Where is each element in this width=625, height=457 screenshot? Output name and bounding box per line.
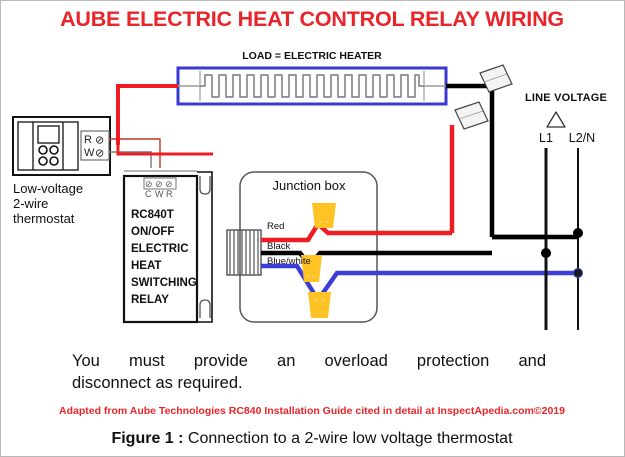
wire-nut-black-mark-2: [312, 274, 316, 278]
relay-screw-w[interactable]: ⊘: [155, 179, 163, 189]
thermostat-terminal-screw-w[interactable]: ⊘: [95, 148, 104, 160]
wire-nut-blue-body: [308, 292, 331, 318]
relay-screw-c[interactable]: ⊘: [145, 179, 153, 189]
figure-title: AUBE ELECTRIC HEAT CONTROL RELAY WIRING: [60, 7, 564, 31]
relay-terminal-label-r: R: [166, 189, 173, 199]
line-terminal-label-l1: L1: [539, 131, 553, 145]
note-line-2: disconnect as required.: [72, 374, 243, 392]
relay-body-line-6: RELAY: [131, 294, 169, 306]
relay-body-line-2: ON/OFF: [131, 226, 174, 238]
thermostat-wire-r: [109, 138, 161, 168]
warning-triangle-outline: [546, 111, 566, 128]
wire-red-relay-top: [116, 145, 213, 156]
line-connector-black-body: [479, 64, 513, 93]
conduit-outline: [226, 229, 262, 276]
relay-terminal-label-c: C: [145, 189, 152, 199]
thermostat-button-4[interactable]: [49, 156, 59, 166]
low-voltage-thermostat: R ⊘ W ⊘: [12, 116, 111, 176]
thermostat-button-2[interactable]: [49, 145, 59, 155]
wire-blue-to-lower-nut: [261, 263, 320, 302]
thermostat-caption-line1: Low-voltage: [13, 181, 83, 196]
relay-screw-r[interactable]: ⊘: [165, 179, 173, 189]
figure-caption-bold: Figure 1 :: [111, 430, 183, 447]
junction-box: Junction box: [239, 171, 378, 323]
cable-conduit-connector: [226, 229, 262, 276]
line-connector-red-body: [454, 101, 489, 130]
load-label: LOAD = ELECTRIC HEATER: [242, 50, 382, 62]
wire-nut-red-mark-1: [318, 220, 322, 224]
thermostat-caption-line2: 2-wire: [13, 196, 48, 211]
figure-caption-rest: Connection to a 2-wire low voltage therm…: [183, 430, 513, 447]
wire-nut-red: [312, 203, 336, 228]
thermostat-wire-w: [109, 151, 152, 168]
thermostat-terminal-screw-r[interactable]: ⊘: [95, 135, 104, 147]
line-connector-red-seam: [458, 110, 484, 120]
line-connector-red: [454, 101, 489, 130]
junction-box-label: Junction box: [273, 178, 346, 193]
thermostat-terminal-letter-w: W: [84, 147, 95, 159]
note-line-1: You must provide an overload protection …: [72, 352, 546, 370]
line-voltage-heading: LINE VOLTAGE: [525, 92, 607, 104]
thermostat-button-1[interactable]: [38, 145, 48, 155]
heater-coil: [200, 74, 424, 98]
overload-protection-note: You must provide an overload protection …: [72, 350, 546, 394]
conduit-threads: [229, 230, 259, 275]
wire-label-red: Red: [267, 221, 284, 232]
wire-nut-blue: [308, 292, 331, 318]
line-connector-black: [479, 64, 513, 93]
wire-label-blue-white: Blue/white: [267, 256, 311, 267]
wire-blue-to-l2n: [316, 270, 578, 302]
thermostat-terminal-block: [80, 130, 110, 161]
relay-body-line-4: HEAT: [131, 260, 161, 272]
wire-nut-black-body: [301, 255, 322, 282]
wire-nut-blue-mark-1: [314, 298, 318, 302]
thermostat-terminal-letter-r: R: [84, 134, 92, 146]
wire-red-junction-run: [261, 220, 452, 243]
thermostat-button-3[interactable]: [38, 156, 48, 166]
thermostat-display: [37, 125, 60, 144]
relay-body-line-1: RC840T: [131, 209, 174, 221]
relay-knockout-top: [199, 176, 211, 195]
wire-label-black: Black: [267, 241, 290, 252]
wire-nut-black-mark-1: [306, 274, 310, 278]
junction-box-outline: [239, 171, 378, 323]
connection-dot-red-l2n: [573, 228, 583, 238]
wire-nut-blue-mark-2: [321, 298, 325, 302]
wire-nut-red-mark-2: [325, 220, 329, 224]
relay-body-outline: [122, 174, 199, 324]
rc840t-relay: ⊘ ⊘ ⊘ C W R RC840T ON/OFF ELECTRIC HEAT …: [122, 170, 213, 324]
thermostat-caption-line3: thermostat: [13, 211, 75, 226]
relay-terminal-label-w: W: [155, 189, 164, 199]
credit-line: Adapted from Aube Technologies RC840 Ins…: [59, 405, 565, 417]
relay-body-line-3: ELECTRIC: [131, 243, 189, 255]
relay-body-line-5: SWITCHING: [131, 277, 197, 289]
wire-nut-red-body: [312, 203, 336, 228]
relay-terminal-strip: [143, 177, 177, 190]
connection-dot-blue-core: [574, 269, 582, 277]
relay-mounting-plate: [197, 171, 213, 323]
wire-nut-black: [301, 255, 322, 282]
figure-caption: Figure 1 : Connection to a 2-wire low vo…: [111, 430, 513, 447]
line-terminal-label-l2n: L2/N: [569, 131, 595, 145]
connection-dot-black-l1: [541, 248, 551, 258]
line-connector-black-seam: [483, 73, 508, 83]
wire-red-heater-to-relay: [116, 84, 178, 145]
warning-triangle-icon: [546, 111, 566, 128]
electric-heater-load: [176, 66, 448, 106]
relay-knockout-bottom: [199, 299, 211, 318]
